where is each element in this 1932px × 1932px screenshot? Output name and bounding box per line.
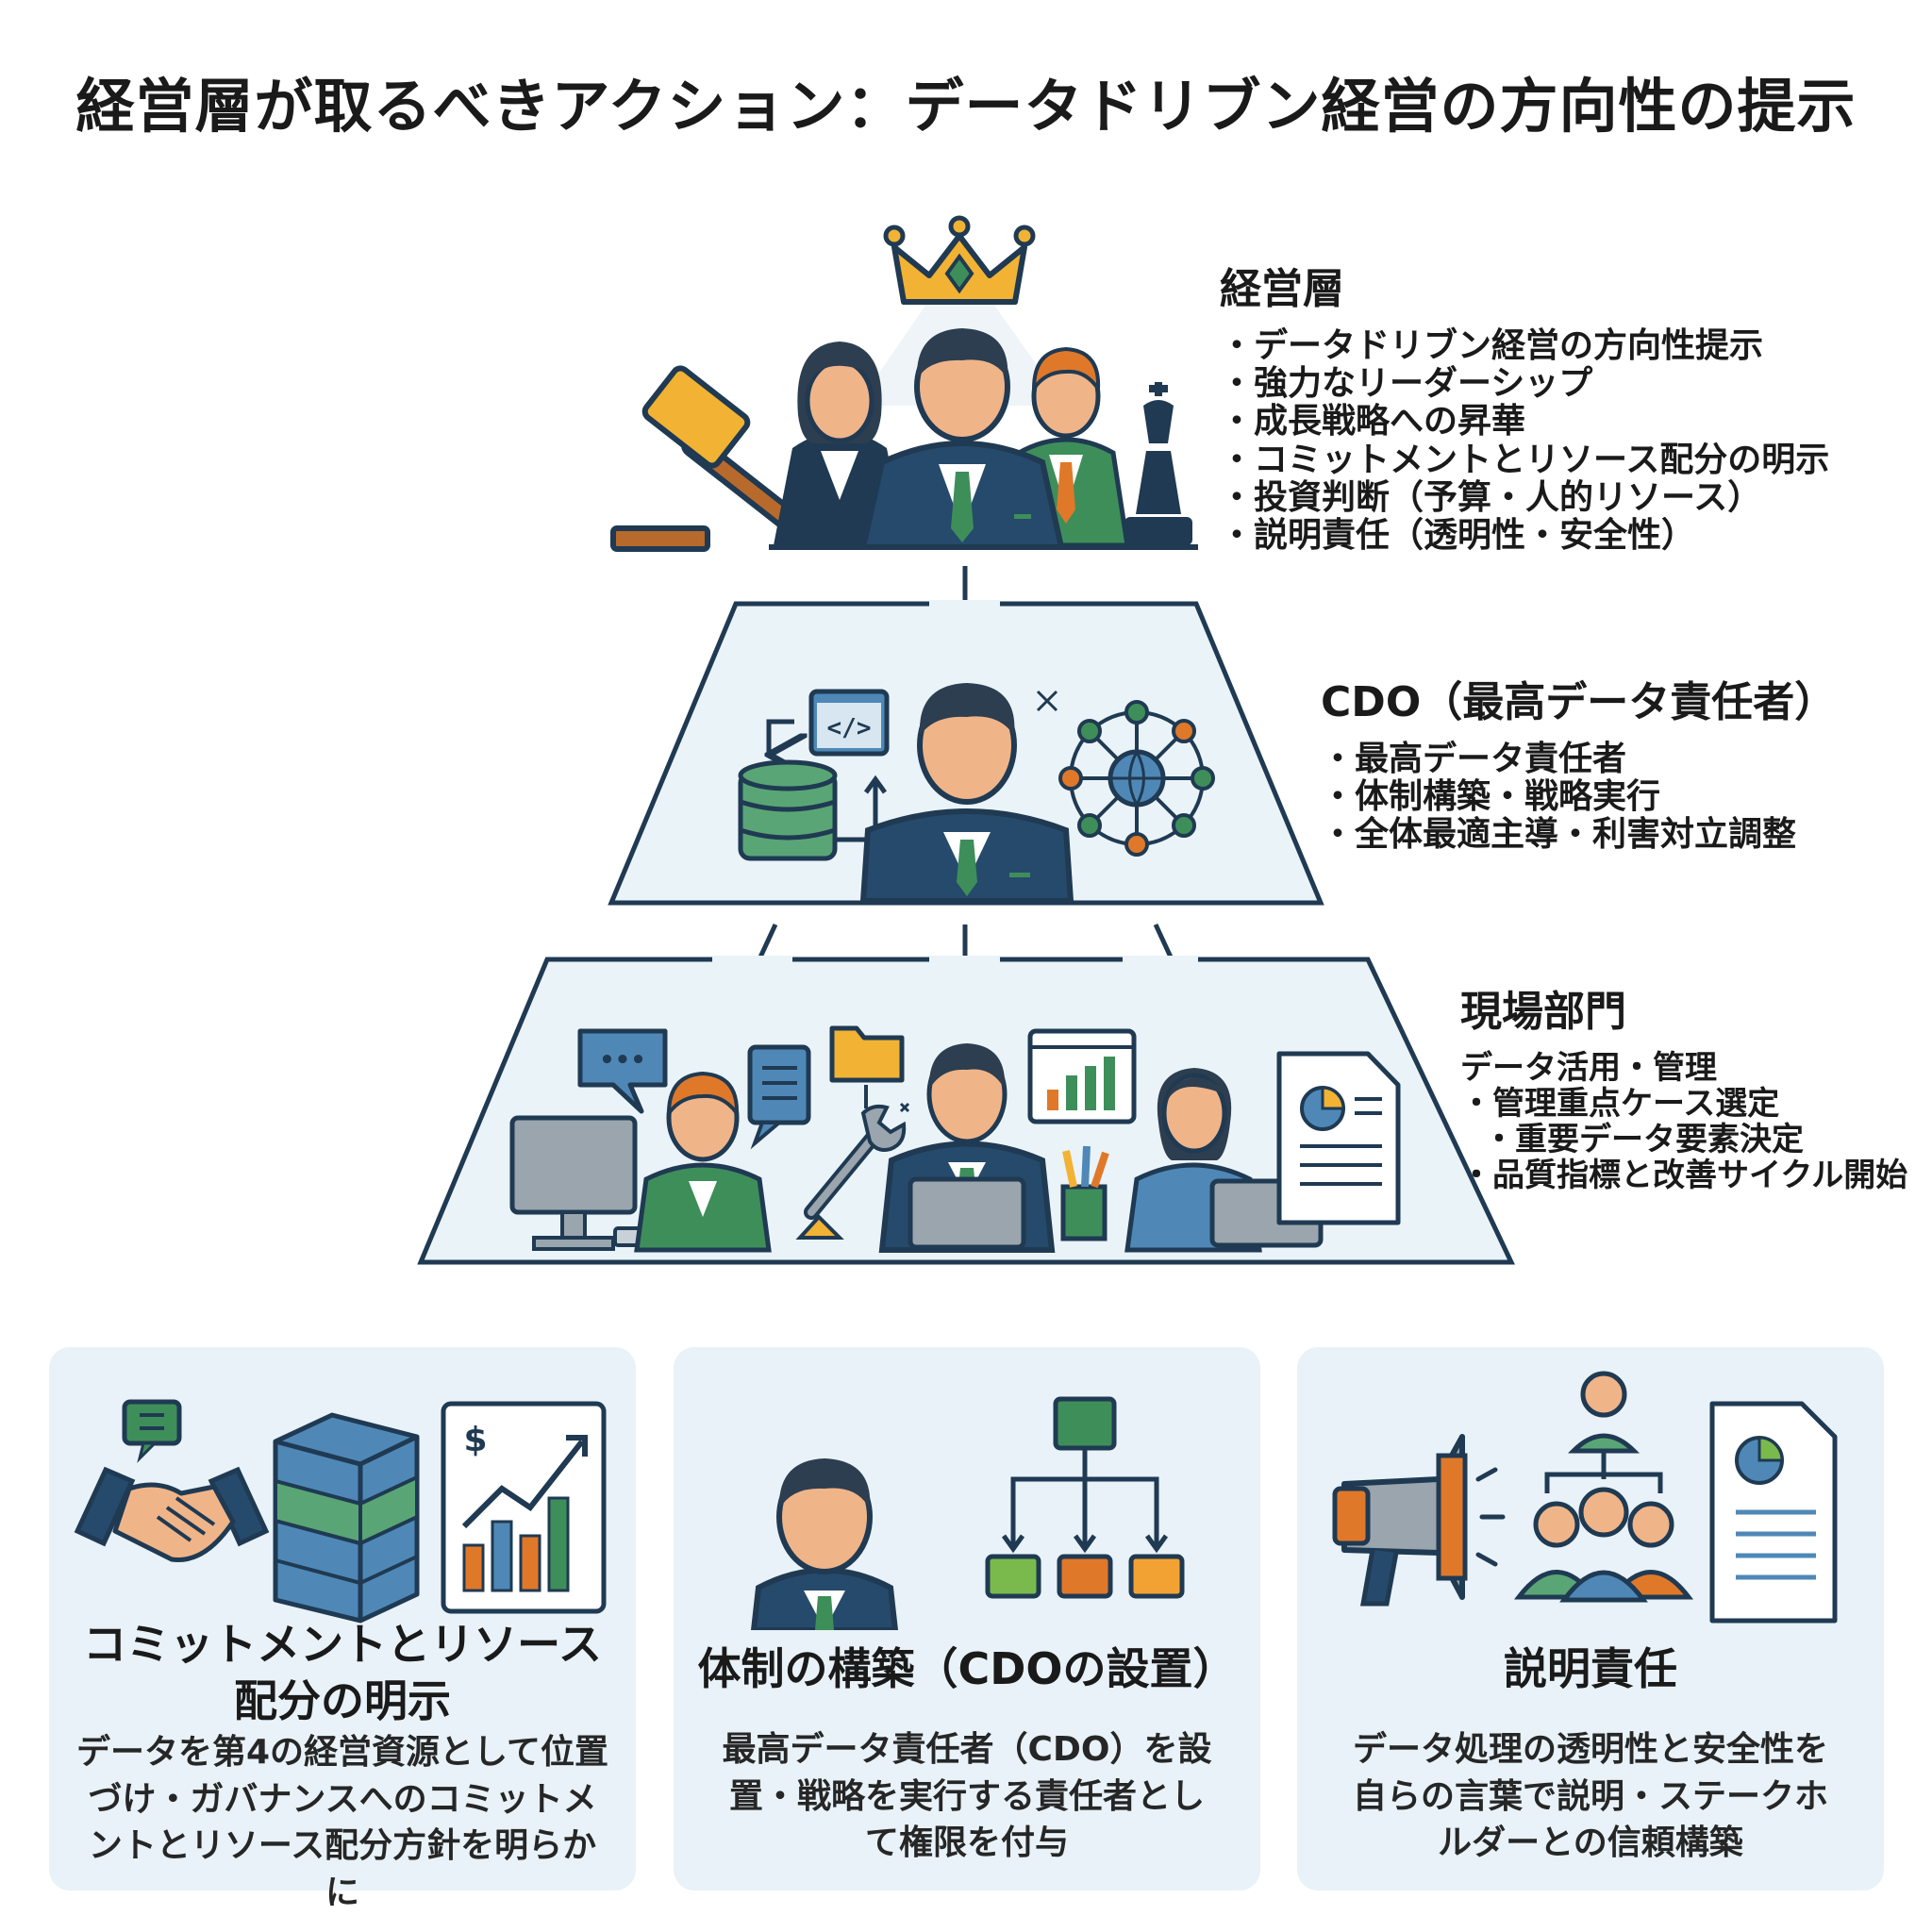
card-description: 最高データ責任者（CDO）を設 置・戦略を実行する責任者とし て権限を付与 — [698, 1726, 1236, 1867]
hierarchy-pyramid: </> — [417, 215, 1515, 1265]
chart-window-icon — [1027, 1028, 1137, 1124]
desktop-monitor-icon — [509, 1115, 638, 1251]
tier-field-text: 現場部門 データ活用・管理 ・管理重点ケース選定 ・重要データ要素決定 ・品質指… — [1460, 989, 1927, 1193]
tier-bullet-list: ・データドリブン経営の方向性提示 ・強力なリーダーシップ ・成長戦略への昇華 ・… — [1220, 325, 1830, 556]
card-description: データを第4の経営資源として位置 づけ・ガバナンスへのコミットメ ントとリソース… — [74, 1729, 611, 1917]
cdo-tier: </> — [608, 600, 1324, 906]
card-description: データ処理の透明性と安全性を 自らの言葉で説明・ステークホ ルダーとの信頼構築 — [1322, 1726, 1859, 1867]
card-structure-icons — [750, 1396, 1185, 1630]
list-item: ・最高データ責任者 — [1321, 739, 1627, 778]
list-item: ・投資判断（予算・人的リソース） — [1220, 477, 1762, 517]
server-stack-icon — [273, 1412, 420, 1624]
card-title: 説明責任 — [1316, 1641, 1865, 1698]
list-item: データ活用・管理 — [1460, 1048, 1717, 1087]
field-staff-woman-avatar — [1124, 1068, 1324, 1253]
field-tier: ••• — [417, 956, 1515, 1265]
page-title: 経営層が取るべきアクション：データドリブン経営の方向性の提示 — [75, 72, 1857, 141]
report-document-icon — [1276, 1051, 1401, 1225]
wrench-icon — [795, 1104, 907, 1240]
card-text-line: データを第4の経営資源として位置 — [76, 1733, 608, 1772]
field-staff-center-avatar — [878, 1043, 1056, 1253]
handshake-icon — [74, 1399, 270, 1562]
growth-chart-icon: $ — [441, 1401, 607, 1614]
cdo-avatar — [859, 683, 1074, 904]
tier-cdo-text: CDO（最高データ責任者） ・最高データ責任者 ・体制構築・戦略実行 ・全体最適… — [1321, 678, 1837, 855]
tier-heading: 経営層 — [1220, 265, 1344, 313]
executive-group-illustration — [610, 215, 1198, 552]
tier-bullet-list: ・最高データ責任者 ・体制構築・戦略実行 ・全体最適主導・利害対立調整 — [1321, 739, 1836, 855]
card-text-line: て権限を付与 — [864, 1824, 1069, 1863]
card-structure: 体制の構築（CDOの設置） 最高データ責任者（CDO）を設 置・戦略を実行する責… — [674, 1347, 1260, 1890]
chess-king-icon — [1124, 382, 1192, 545]
card-commitment: $ コミットメントとリソース 配分の明示 データを第4の経営資源として位置 づけ… — [49, 1347, 636, 1912]
network-globe-icon — [1058, 700, 1215, 857]
org-chart-icon — [985, 1396, 1185, 1599]
crown-icon — [883, 215, 1036, 305]
card-text-line: ルダーとの信頼構築 — [1438, 1824, 1743, 1863]
card-text-line: 最高データ責任者（CDO）を設 — [722, 1730, 1212, 1769]
field-staff-man-avatar — [634, 1071, 772, 1253]
card-title-line: コミットメントとリソース — [83, 1619, 602, 1670]
list-item: ・コミットメントとリソース配分の明示 — [1220, 440, 1830, 479]
list-item: ・体制構築・戦略実行 — [1321, 776, 1661, 816]
note-document-icon — [747, 1044, 811, 1150]
tier-bullet-list: データ活用・管理 ・管理重点ケース選定 ・重要データ要素決定 ・品質指標と改善サ… — [1460, 1050, 1927, 1193]
folder-icon — [829, 1025, 905, 1108]
sync-arrow-icon — [769, 719, 794, 755]
card-title-line: 説明責任 — [1504, 1643, 1677, 1694]
card-title-line: 配分の明示 — [234, 1674, 451, 1726]
report-document-icon — [1709, 1401, 1838, 1624]
tier-heading: CDO（最高データ責任者） — [1321, 678, 1837, 726]
card-accountability-icons — [1332, 1371, 1838, 1624]
chat-bubble-icon: ••• — [577, 1028, 668, 1114]
list-item: ・データドリブン経営の方向性提示 — [1220, 325, 1764, 365]
card-text-line: ントとリソース配分方針を明らかに — [88, 1826, 597, 1913]
list-item: ・強力なリーダーシップ — [1220, 363, 1593, 403]
card-title: 体制の構築（CDOの設置） — [692, 1641, 1241, 1698]
list-item: ・管理重点ケース選定 — [1460, 1084, 1780, 1123]
list-item: ・重要データ要素決定 — [1483, 1120, 1804, 1158]
card-text-line: づけ・ガバナンスへのコミットメ — [88, 1779, 597, 1819]
cdo-person-icon — [750, 1458, 899, 1630]
executive-leader-avatar — [859, 328, 1065, 550]
card-accountability: 説明責任 データ処理の透明性と安全性を 自らの言葉で説明・ステークホ ルダーとの… — [1297, 1347, 1884, 1890]
pencil-cup-icon — [1060, 1145, 1109, 1241]
card-commitment-icons: $ — [74, 1399, 607, 1624]
tier-executives-text: 経営層 ・データドリブン経営の方向性提示 ・強力なリーダーシップ ・成長戦略への… — [1220, 265, 1830, 556]
svg-text:$: $ — [463, 1421, 487, 1459]
database-icon — [738, 759, 838, 861]
list-item: ・品質指標と改善サイクル開始 — [1460, 1156, 1908, 1193]
tier-heading: 現場部門 — [1460, 989, 1626, 1036]
code-window-icon: </> — [808, 689, 890, 757]
card-text-line: データ処理の透明性と安全性を — [1352, 1730, 1828, 1769]
card-title: コミットメントとリソース 配分の明示 — [68, 1617, 617, 1730]
list-item: ・成長戦略への昇華 — [1220, 402, 1526, 441]
list-item: ・全体最適主導・利害対立調整 — [1321, 815, 1797, 855]
card-text-line: 置・戦略を実行する責任者とし — [728, 1776, 1205, 1816]
svg-text:•••: ••• — [599, 1046, 646, 1074]
card-text-line: 自らの言葉で説明・ステークホ — [1352, 1776, 1828, 1816]
card-title-line: 体制の構築（CDOの設置） — [697, 1643, 1237, 1694]
stakeholders-icon — [1513, 1371, 1694, 1603]
svg-text:</>: </> — [827, 714, 872, 742]
list-item: ・説明責任（透明性・安全性） — [1220, 516, 1696, 556]
megaphone-icon — [1332, 1434, 1506, 1607]
